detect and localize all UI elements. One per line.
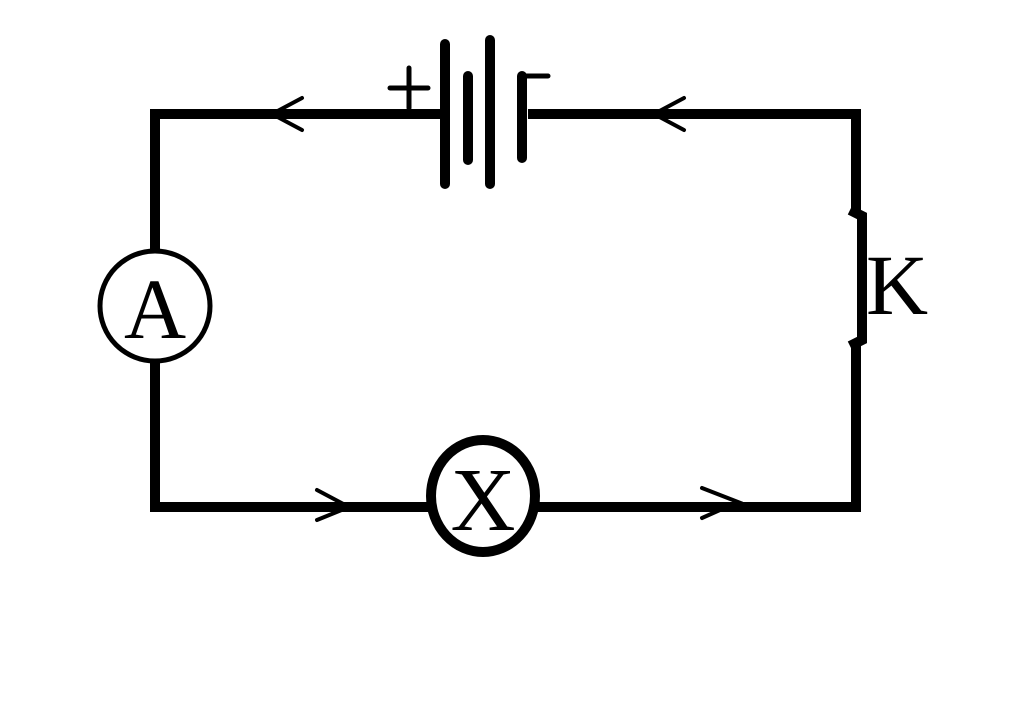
- ammeter-circle: [97, 248, 213, 364]
- switch-contact: [847, 205, 867, 351]
- lamp-circle: [426, 435, 540, 557]
- arrow-icon: [649, 96, 686, 132]
- wire-bottom-left: [150, 360, 430, 512]
- wires: [150, 109, 861, 512]
- arrow-icon: [315, 488, 354, 522]
- switch-k: K: [847, 205, 928, 351]
- lamp-label: X: [451, 451, 516, 550]
- wire-top-left: [150, 109, 440, 252]
- lamp: X: [426, 435, 540, 557]
- wire-bottom-right: [536, 342, 861, 512]
- ammeter: A: [97, 248, 213, 364]
- arrow-icon: [267, 96, 304, 132]
- wire-top-right: [528, 109, 861, 212]
- ammeter-label: A: [124, 261, 186, 357]
- current-arrows: [267, 96, 744, 522]
- switch-label: K: [866, 237, 928, 333]
- arrow-icon: [700, 486, 744, 520]
- battery: [387, 35, 551, 189]
